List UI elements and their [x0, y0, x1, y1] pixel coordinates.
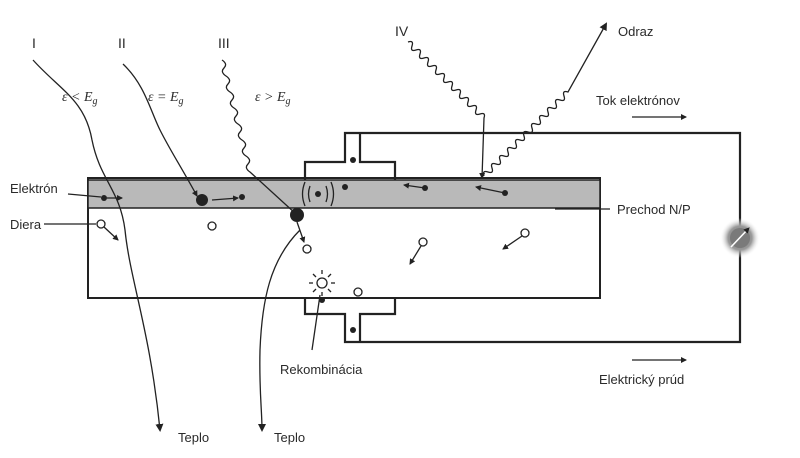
ray-3-condition: ε > Eg: [255, 90, 291, 107]
ray-1-condition: ε < Eg: [62, 90, 98, 107]
electron-label: Elektrón: [10, 181, 58, 196]
recombination-burst: [316, 277, 328, 289]
current-label: Elektrický prúd: [599, 372, 684, 387]
electron: [196, 194, 208, 206]
heat-label-2: Teplo: [274, 430, 305, 445]
hole-label: Diera: [10, 217, 42, 232]
heat-label-1: Teplo: [178, 430, 209, 445]
electron-large: [290, 208, 304, 222]
ray-1: [32, 59, 164, 432]
ray-3: [221, 59, 297, 215]
ray-4-reflected: [482, 22, 607, 177]
junction-label: Prechod N/P: [617, 202, 691, 217]
ray-3-numeral: III: [218, 35, 230, 51]
electron-flow-label: Tok elektrónov: [596, 93, 680, 108]
excited-electron: [315, 191, 321, 197]
recombination-label: Rekombinácia: [280, 362, 363, 377]
hole-marker: [96, 219, 106, 229]
ray-4-incoming: [407, 40, 486, 179]
ray-2-condition: ε = Eg: [148, 90, 184, 107]
electron-leader: [67, 193, 102, 198]
electron: [101, 195, 107, 201]
ray-2: [122, 63, 198, 197]
ray-3-heat: [257, 229, 301, 432]
electron: [239, 194, 245, 200]
ray-1-numeral: I: [32, 35, 36, 51]
ray-4-numeral: IV: [395, 23, 409, 39]
reflection-label: Odraz: [618, 24, 653, 39]
ray-2-numeral: II: [118, 35, 126, 51]
recombination-leader: [311, 294, 321, 351]
electron: [342, 184, 348, 190]
